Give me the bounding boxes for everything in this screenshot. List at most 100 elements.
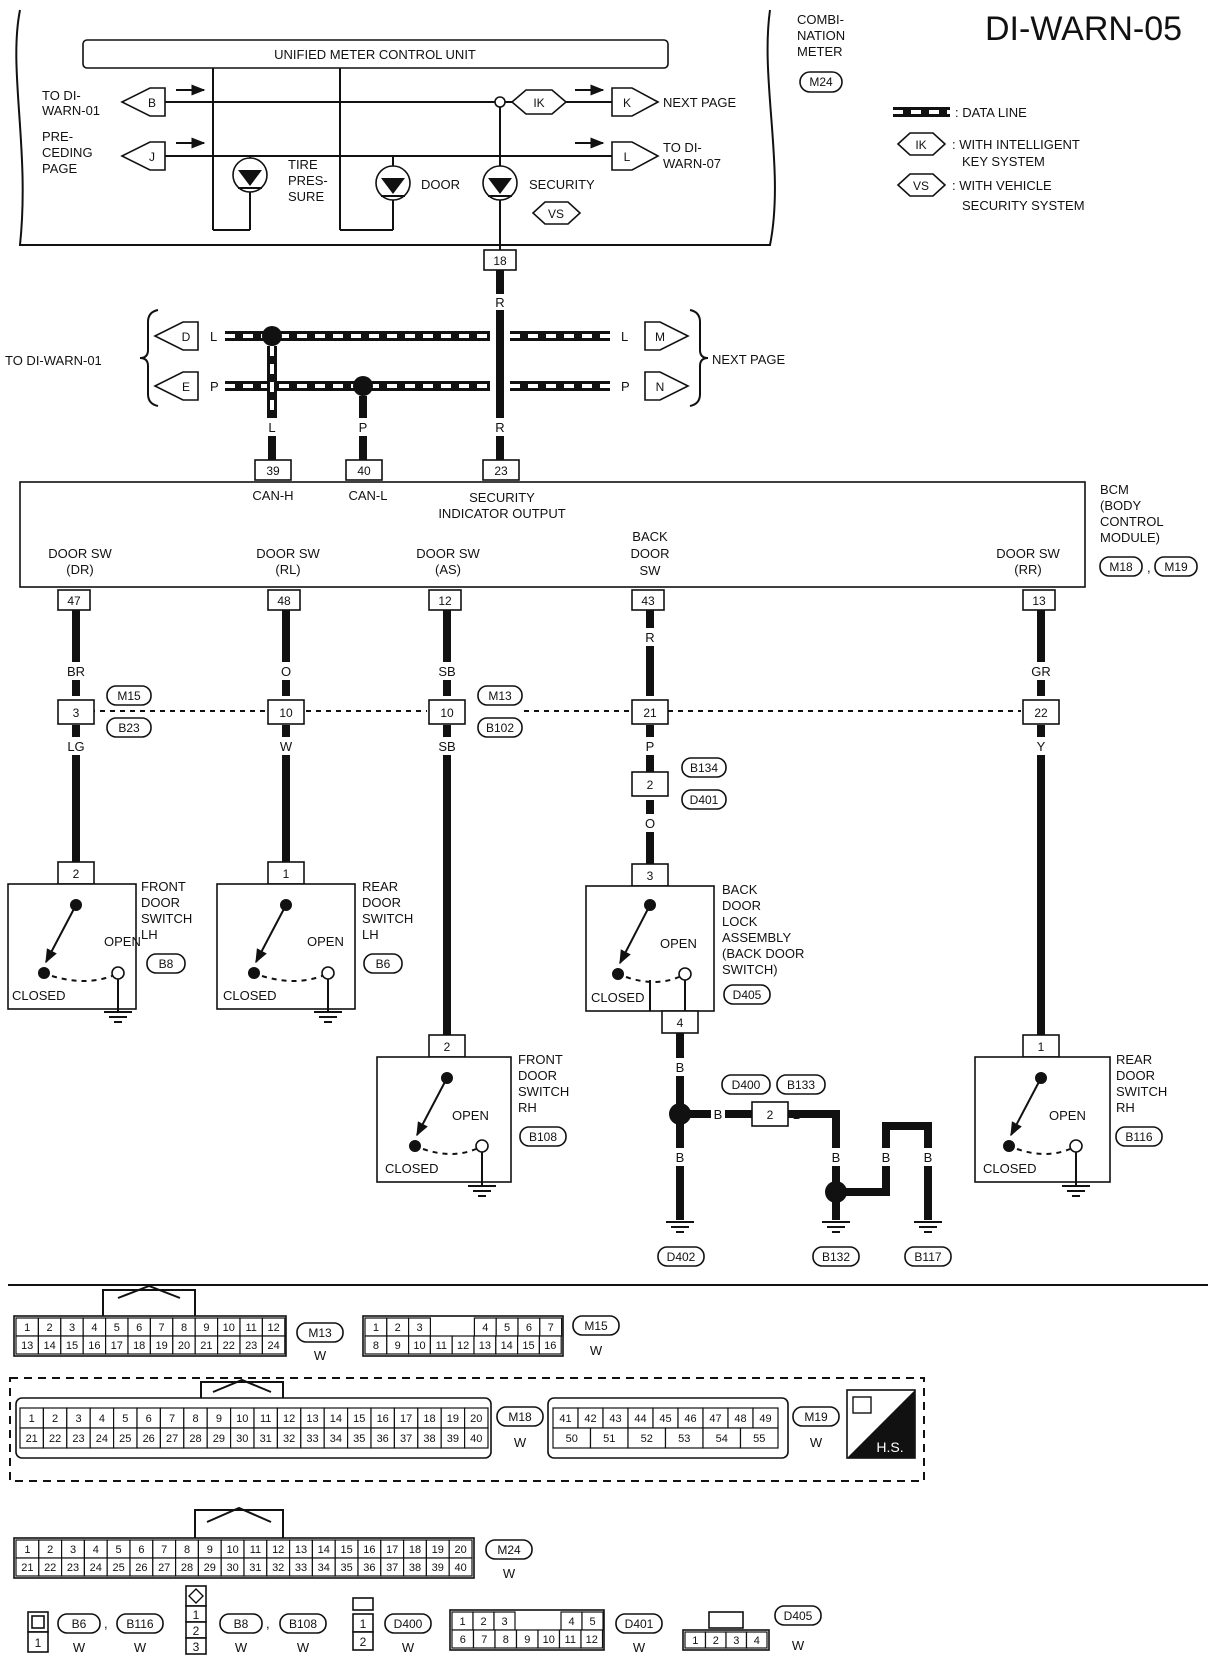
svg-text:(BACK DOOR: (BACK DOOR (722, 946, 804, 961)
page-id: DI-WARN-05 (985, 10, 1182, 48)
svg-text:B132: B132 (822, 1250, 850, 1264)
pin-label: 4 (93, 1544, 99, 1556)
svg-text:M24: M24 (809, 75, 833, 89)
svg-text:W: W (73, 1640, 86, 1655)
svg-text:DOOR: DOOR (518, 1068, 557, 1083)
pin-label: 19 (447, 1413, 459, 1425)
svg-text:B: B (676, 1150, 685, 1165)
svg-text:DOOR: DOOR (141, 895, 180, 910)
svg-text:H.S.: H.S. (876, 1439, 903, 1455)
pin-label: 10 (543, 1634, 555, 1646)
pin-label: 27 (166, 1433, 178, 1445)
pin-label: 4 (754, 1635, 760, 1647)
connector-tag-m19 (1154, 556, 1198, 577)
pin-label: 42 (584, 1413, 596, 1425)
svg-text:48: 48 (277, 594, 291, 608)
pin-label: 40 (454, 1562, 466, 1574)
svg-text:IK: IK (533, 96, 544, 110)
pin-label: 20 (470, 1413, 482, 1425)
svg-text:39: 39 (266, 464, 280, 478)
pin-label: 17 (111, 1340, 123, 1352)
combination-meter: UNIFIED METER CONTROL UNIT (15, 9, 776, 250)
svg-text:CONTROL: CONTROL (1100, 514, 1164, 529)
pin-label: 23 (67, 1562, 79, 1574)
svg-text:L: L (621, 329, 628, 344)
pin-label: 55 (753, 1433, 765, 1445)
svg-text:2: 2 (73, 867, 80, 881)
svg-text:B: B (882, 1150, 891, 1165)
svg-text:D: D (182, 330, 191, 344)
pin-label: 16 (544, 1340, 556, 1352)
svg-text:: DATA LINE: : DATA LINE (955, 105, 1027, 120)
svg-text:REAR: REAR (362, 879, 398, 894)
svg-text:B116: B116 (1125, 1130, 1152, 1144)
pin-label: 2 (52, 1413, 58, 1425)
pin-label: 3 (733, 1635, 739, 1647)
door-sw-dr-label: DOOR SW (48, 546, 112, 561)
pin-label: 14 (501, 1340, 513, 1352)
svg-text:(BODY: (BODY (1100, 498, 1142, 513)
pin-label: 22 (44, 1562, 56, 1574)
svg-text:J: J (149, 150, 155, 164)
svg-text:CLOSED: CLOSED (223, 988, 276, 1003)
can-l-label: CAN-L (348, 488, 387, 503)
pin-label: 28 (189, 1433, 201, 1445)
pin-label: 18 (409, 1544, 421, 1556)
connector-pin (464, 1427, 489, 1449)
door-sw-rr-label: DOOR SW (996, 546, 1060, 561)
svg-text:P: P (646, 739, 655, 754)
svg-text:M13: M13 (308, 1326, 332, 1340)
joint-connectors: 3 10 10 21 22 (57, 699, 1060, 725)
pin-label: 28 (181, 1562, 193, 1574)
pin-label: 15 (353, 1413, 365, 1425)
tag-D-arrow (153, 321, 199, 351)
pin-label: 37 (400, 1433, 412, 1445)
pin-label: 50 (566, 1433, 578, 1445)
pin-label: 31 (260, 1433, 272, 1445)
pin-label: 33 (306, 1433, 318, 1445)
svg-text:W: W (590, 1343, 603, 1358)
pin-label: 1 (692, 1635, 698, 1647)
combination-meter-label-2: NATION (797, 28, 845, 43)
svg-text:ASSEMBLY: ASSEMBLY (722, 930, 791, 945)
svg-text:P: P (621, 379, 630, 394)
pin-label: 1 (24, 1322, 30, 1334)
svg-text:W: W (792, 1638, 805, 1653)
back-door-lock-assembly: 3 OPEN CLOSED 4 (585, 863, 715, 1034)
bcm-pin-39 (254, 459, 292, 481)
pin-label: 20 (178, 1340, 190, 1352)
pin-label: 17 (386, 1544, 398, 1556)
pin-label: 12 (272, 1544, 284, 1556)
svg-text:SW: SW (640, 563, 662, 578)
bcm-pin-23 (482, 459, 520, 481)
pin-label: 5 (114, 1322, 120, 1334)
connector-tag-m24 (799, 71, 843, 93)
pin-label: 9 (203, 1322, 209, 1334)
svg-text:SB: SB (438, 664, 455, 679)
connector-pin (261, 1335, 286, 1355)
pin-label: 3 (75, 1413, 81, 1425)
svg-text:LOCK: LOCK (722, 914, 758, 929)
pin-label: 1 (24, 1544, 30, 1556)
security-lamp-icon (482, 165, 518, 201)
svg-text:SWITCH): SWITCH) (722, 962, 778, 977)
svg-text:B: B (714, 1107, 723, 1122)
svg-text:,: , (104, 1616, 108, 1631)
connector-tag-d405 (723, 984, 771, 1005)
pin-label: 3 (70, 1544, 76, 1556)
door-lamp-icon (375, 156, 411, 201)
connector-pin (448, 1557, 473, 1577)
pin-label: 12 (283, 1413, 295, 1425)
pin-label: 13 (479, 1340, 491, 1352)
svg-text:R: R (645, 630, 654, 645)
pin-label: 30 (226, 1562, 238, 1574)
pin-label: 2 (47, 1544, 53, 1556)
svg-text:1: 1 (283, 867, 290, 881)
svg-text:3: 3 (193, 1640, 200, 1654)
svg-text:TO DI-WARN-01: TO DI-WARN-01 (5, 353, 102, 368)
svg-text:KEY SYSTEM: KEY SYSTEM (962, 154, 1045, 169)
svg-text:M13: M13 (488, 689, 512, 703)
can-h-label: CAN-H (252, 488, 293, 503)
connector-tag-b108 (519, 1126, 567, 1147)
